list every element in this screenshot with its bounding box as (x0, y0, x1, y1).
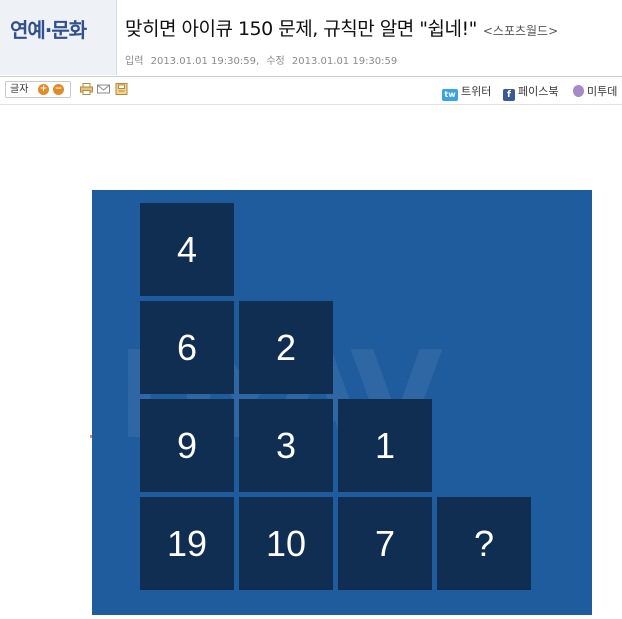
puzzle-cell-r4-c1: 19 (140, 497, 234, 590)
puzzle-cell-r2-c2: 2 (239, 301, 333, 394)
puzzle-cell-r3-c1: 9 (140, 399, 234, 492)
font-increase-button[interactable]: + (38, 84, 49, 95)
puzzle-cell-r4-c4: ? (437, 497, 531, 590)
font-size-control: 글자 + − (5, 81, 71, 98)
puzzle-cell-r1-c1: 4 (140, 203, 234, 296)
font-size-label: 글자 (10, 84, 29, 95)
source-label: <스포츠월드> (482, 24, 559, 38)
puzzle-cell-r4-c2: 10 (239, 497, 333, 590)
headline-text: 맞히면 아이큐 150 문제, 규칙만 알면 "쉽네!" (125, 18, 477, 40)
facebook-label: 페이스북 (518, 85, 559, 98)
input-time: 2013.01.01 19:30:59, (150, 56, 260, 67)
article-headline: 맞히면 아이큐 150 문제, 규칙만 알면 "쉽네!" <스포츠월드> (125, 14, 558, 41)
me2day-label: 미투데 (587, 85, 618, 98)
twitter-icon: tw (442, 89, 458, 101)
puzzle-image: DYAV 4 6 2 9 3 1 19 10 7 ? (92, 190, 592, 615)
dateline: 입력 2013.01.01 19:30:59, 수정 2013.01.01 19… (125, 52, 401, 67)
twitter-label: 트위터 (461, 85, 492, 98)
puzzle-cell-r3-c2: 3 (239, 399, 333, 492)
mail-icon[interactable] (97, 83, 110, 95)
input-label: 입력 (125, 56, 144, 67)
save-icon[interactable] (115, 83, 128, 95)
print-icon[interactable] (80, 83, 93, 95)
section-box: 연예·문화 (0, 0, 117, 75)
me2day-icon (573, 85, 584, 97)
puzzle-cell-r4-c3: 7 (338, 497, 432, 590)
modified-time: 2013.01.01 19:30:59 (291, 56, 398, 67)
font-decrease-button[interactable]: − (53, 84, 64, 95)
facebook-icon: f (503, 89, 515, 101)
modified-label: 수정 (266, 56, 285, 67)
section-label[interactable]: 연예·문화 (10, 18, 87, 42)
article-header: 연예·문화 맞히면 아이큐 150 문제, 규칙만 알면 "쉽네!" <스포츠월드… (0, 0, 622, 77)
puzzle-cell-r3-c3: 1 (338, 399, 432, 492)
puzzle-cell-r2-c1: 6 (140, 301, 234, 394)
share-me2day[interactable]: 미투데 (573, 83, 617, 99)
